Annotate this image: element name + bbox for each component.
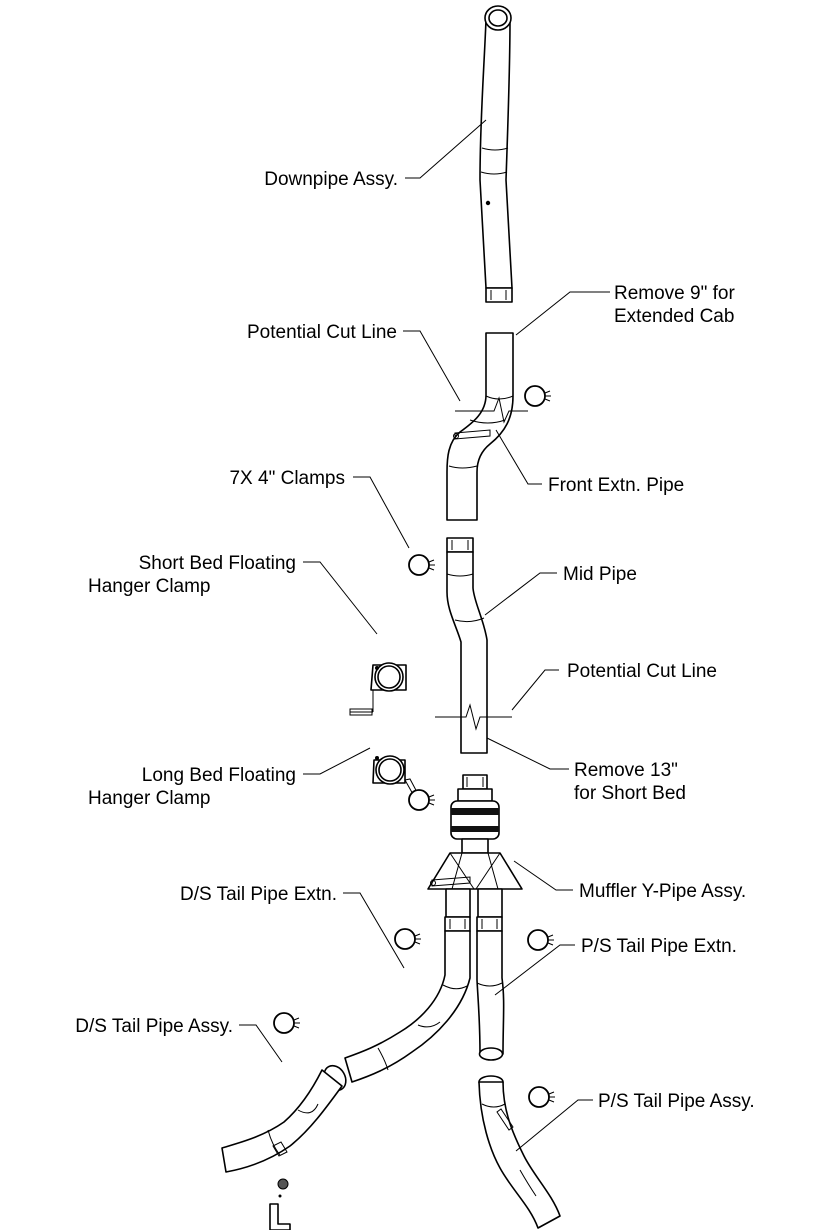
clamp-icon-4 [394,928,421,950]
downpipe-assembly [479,5,513,303]
label-remove-13-line2: for Short Bed [574,783,686,804]
label-remove-9-line1: Remove 9" for [614,283,735,304]
label-downpipe: Downpipe Assy. [264,169,398,190]
long-bed-hanger-clamp [372,755,419,809]
clamp-icon-3 [408,789,435,811]
label-ps-tail-assy: P/S Tail Pipe Assy. [598,1091,755,1112]
clamp-icon-6 [273,1012,300,1034]
clamp-icon-2 [408,554,435,576]
label-short-bed-line1: Short Bed Floating [139,553,296,574]
ps-tail-pipe-assembly [478,1075,561,1229]
label-front-extn: Front Extn. Pipe [548,475,684,496]
label-short-bed-line2: Hanger Clamp [88,576,211,597]
front-extension-pipe [446,332,514,521]
label-mid-pipe: Mid Pipe [563,564,637,585]
label-ds-tail-extn: D/S Tail Pipe Extn. [180,884,337,905]
ds-tail-pipe-extension [344,916,471,1083]
leader-lines [239,119,610,1152]
clamp-icon-5 [527,929,554,951]
label-muffler: Muffler Y-Pipe Assy. [579,881,746,902]
clamp-icon-1 [524,385,551,407]
label-clamps: 7X 4" Clamps [229,468,345,489]
labels: Downpipe Assy. Remove 9" for Extended Ca… [75,169,754,1112]
label-remove-9-line2: Extended Cab [614,306,734,327]
label-ps-tail-extn: P/S Tail Pipe Extn. [581,936,737,957]
cut-line-upper-mark [455,396,528,424]
label-long-bed-line2: Hanger Clamp [88,788,211,809]
label-cut-line-lower: Potential Cut Line [567,661,717,682]
ds-tail-pipe-assembly [221,1064,347,1230]
label-cut-line-upper: Potential Cut Line [247,322,397,343]
ps-tail-pipe-extension [476,916,505,1061]
muffler-y-pipe-assembly [427,774,523,918]
label-remove-13-line1: Remove 13" [574,760,678,781]
short-bed-hanger-clamp [349,662,407,716]
mid-pipe [446,537,488,754]
cut-line-lower-mark [435,703,512,731]
label-long-bed-line1: Long Bed Floating [142,765,296,786]
label-ds-tail-assy: D/S Tail Pipe Assy. [75,1016,233,1037]
clamp-icon-7 [528,1086,555,1108]
